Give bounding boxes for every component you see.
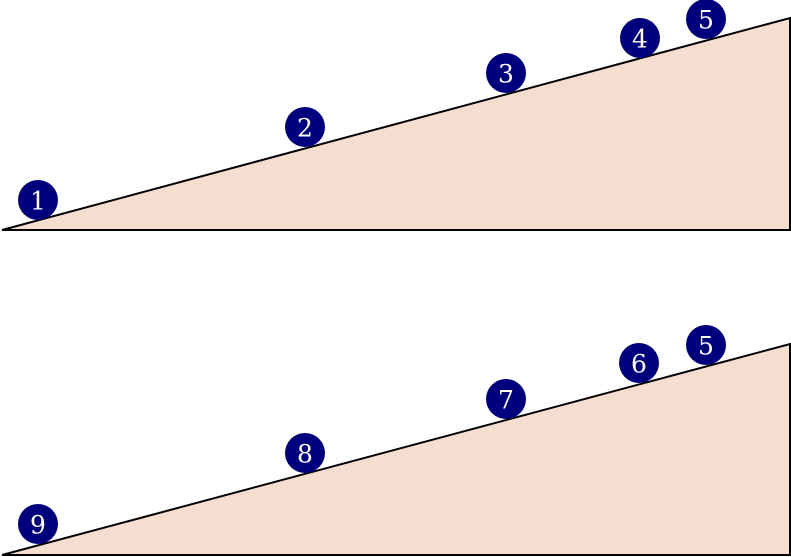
bottom-ball-8: 8 xyxy=(285,433,325,473)
top-ramp-group: 1 2 3 4 5 xyxy=(1,0,791,231)
bottom-ball-5-circle xyxy=(686,325,726,365)
top-ball-2: 2 xyxy=(285,107,325,147)
bottom-ball-9-circle xyxy=(18,504,58,544)
top-ball-4-circle xyxy=(620,18,660,58)
top-ball-1-circle xyxy=(18,180,58,220)
top-ball-3-circle xyxy=(486,53,526,93)
bottom-ball-5-label: 5 xyxy=(698,332,714,361)
top-ball-1: 1 xyxy=(18,180,58,220)
top-ball-3: 3 xyxy=(486,53,526,93)
top-ball-5-label: 5 xyxy=(698,6,714,35)
bottom-ball-7-label: 7 xyxy=(498,386,514,415)
bottom-ball-9-label: 9 xyxy=(30,511,46,540)
top-ball-1-label: 1 xyxy=(30,187,46,216)
top-ramp xyxy=(1,16,791,231)
bottom-ramp xyxy=(1,342,791,556)
top-ball-2-circle xyxy=(285,107,325,147)
top-ball-5-circle xyxy=(686,0,726,39)
bottom-ball-8-circle xyxy=(285,433,325,473)
bottom-ball-6-label: 6 xyxy=(631,350,647,379)
top-ball-4-label: 4 xyxy=(632,25,648,54)
bottom-ball-7-circle xyxy=(486,379,526,419)
bottom-ball-5: 5 xyxy=(686,325,726,365)
bottom-ball-6-circle xyxy=(619,343,659,383)
top-ball-2-label: 2 xyxy=(297,114,313,143)
top-ball-4: 4 xyxy=(620,18,660,58)
bottom-ball-7: 7 xyxy=(486,379,526,419)
bottom-ball-6: 6 xyxy=(619,343,659,383)
bottom-ball-8-label: 8 xyxy=(297,440,313,469)
top-ball-3-label: 3 xyxy=(498,60,514,89)
bottom-ramp-group: 9 8 7 6 5 xyxy=(1,325,791,556)
top-ball-5: 5 xyxy=(686,0,726,39)
bottom-ball-9: 9 xyxy=(18,504,58,544)
